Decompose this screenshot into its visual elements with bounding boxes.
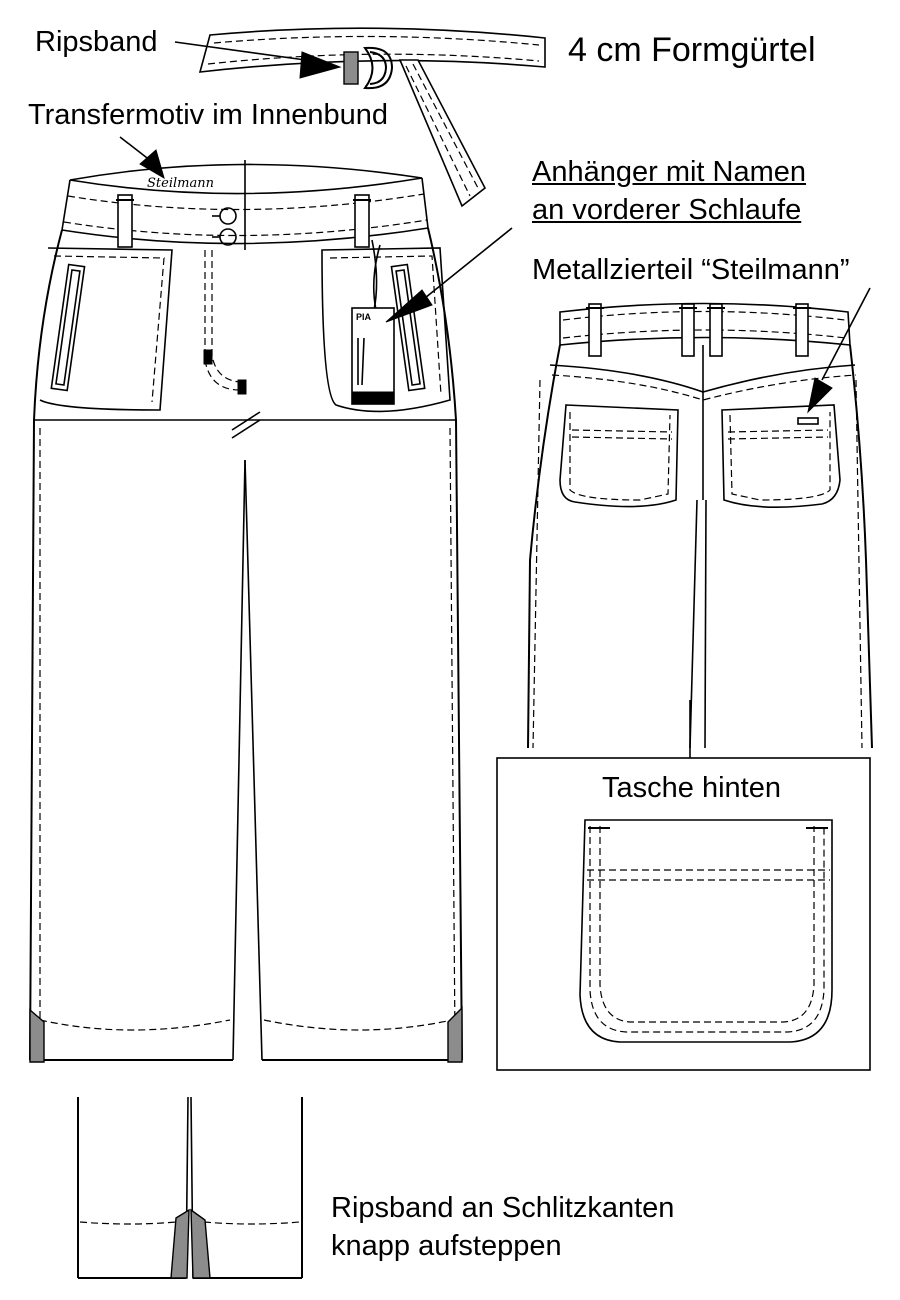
belt-title: 4 cm Formgürtel — [568, 31, 816, 69]
front-hem-ripsband-right — [447, 1006, 463, 1063]
slit-label-line1: Ripsband an Schlitzkanten — [331, 1192, 675, 1224]
front-view-drawing — [29, 136, 513, 1063]
hangtag-label-line2: an vorderer Schlaufe — [532, 194, 802, 226]
hangtag-label-line1: Anhänger mit Namen — [532, 156, 807, 188]
metal-trim-label: Metallzierteil “Steilmann” — [532, 254, 850, 286]
back-pocket-detail-drawing — [496, 700, 871, 1071]
belt-ripsband-patch — [343, 51, 359, 85]
back-view-drawing — [527, 287, 873, 749]
slit-ripsband-left — [170, 1208, 190, 1279]
hangtag-text: PIA — [356, 312, 372, 322]
slit-label-line2: knapp aufsteppen — [331, 1230, 562, 1262]
waistband-print: Steilmann — [147, 176, 214, 191]
slit-ripsband-right — [190, 1208, 211, 1279]
hem-slit-detail-drawing — [77, 1096, 303, 1279]
transfer-label: Transfermotiv im Innenbund — [28, 99, 388, 131]
front-hem-ripsband-left — [29, 1008, 45, 1063]
back-pocket-title: Tasche hinten — [602, 772, 781, 804]
hangtag-card — [351, 307, 395, 405]
ripsband-label: Ripsband — [35, 26, 158, 58]
belt-drawing — [174, 27, 546, 208]
